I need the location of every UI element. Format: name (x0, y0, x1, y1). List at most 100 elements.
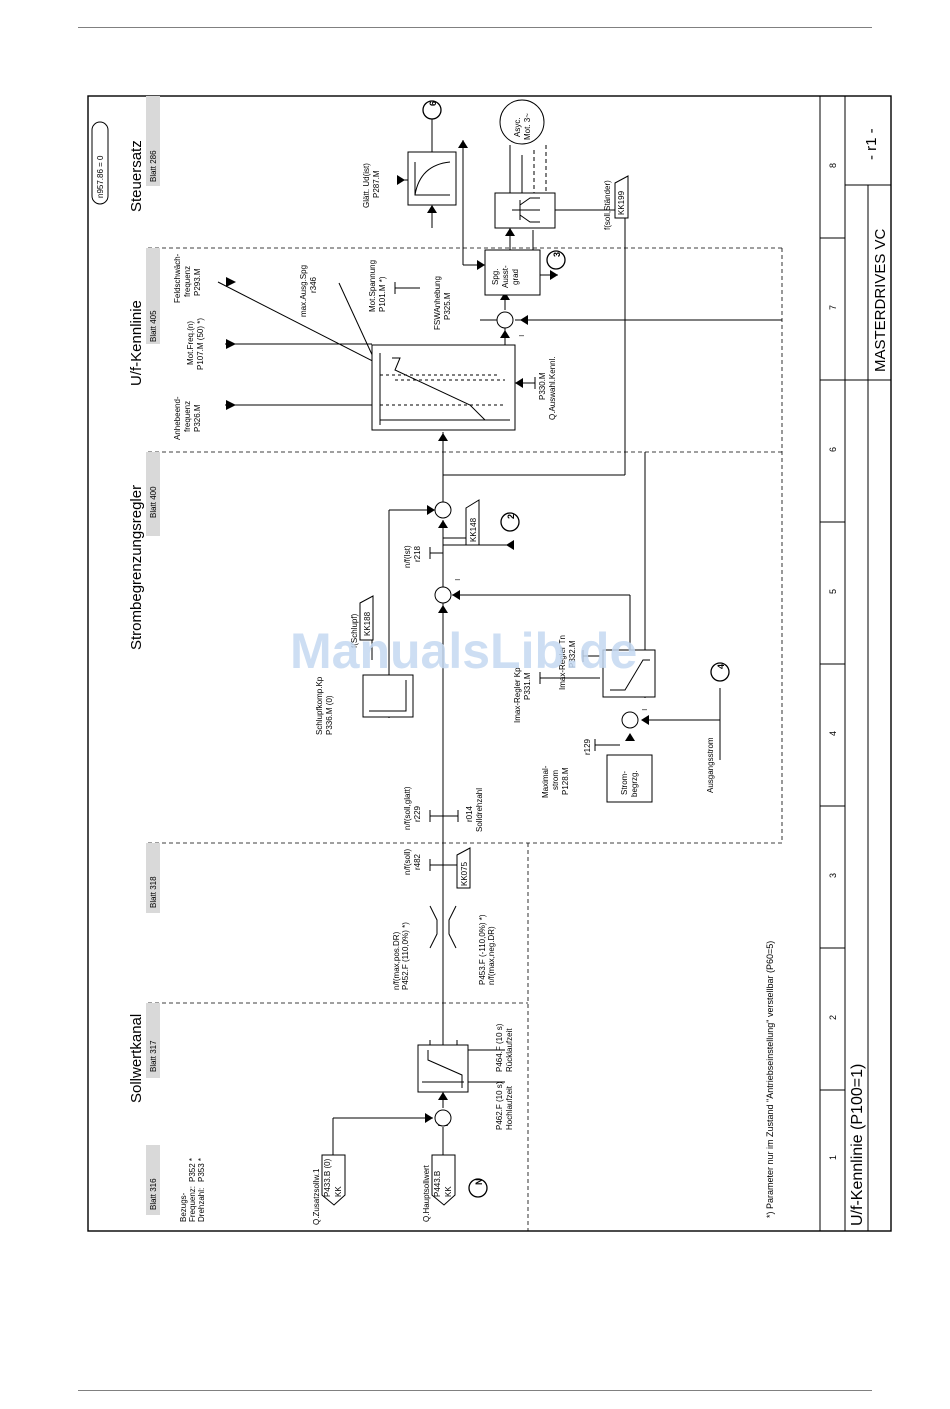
svg-text:Q.Auswahl.Kennl.: Q.Auswahl.Kennl. (548, 356, 557, 420)
svg-text:begrzg.: begrzg. (630, 770, 639, 797)
badge-6 (422, 100, 442, 120)
badge-3 (546, 250, 566, 270)
svg-text:n/f(max,pos.DR): n/f(max,pos.DR) (392, 931, 401, 990)
svg-text:2: 2 (506, 514, 516, 519)
blatt-286: Blatt 286 (149, 150, 158, 182)
connector-tags (321, 175, 629, 1206)
svg-text:6: 6 (428, 101, 438, 106)
svg-text:n/f(soll,glatt): n/f(soll,glatt) (403, 786, 412, 830)
sheet-title: U/f-Kennlinie (P100=1) (849, 1064, 866, 1226)
svg-text:Imax-Regler Tn: Imax-Regler Tn (558, 635, 567, 690)
oval-param-box (91, 121, 109, 205)
svg-text:f(soll,Ständer): f(soll,Ständer) (603, 180, 612, 230)
svg-text:3: 3 (552, 252, 562, 257)
svg-text:P293.M: P293.M (193, 268, 202, 296)
blatt-316: Blatt 316 (149, 1178, 158, 1210)
inverter-block (494, 192, 556, 229)
col-4: 4 (828, 731, 838, 736)
svg-text:–: – (519, 330, 524, 340)
p464: P464.F (10 s) (495, 1023, 504, 1072)
svg-text:P352 *: P352 * (188, 1158, 197, 1182)
svg-text:P353 *: P353 * (197, 1158, 206, 1182)
svg-text:Schlupfkomp.Kp: Schlupfkomp.Kp (315, 676, 324, 735)
summing-nodes (434, 311, 639, 1127)
svg-text:r014: r014 (465, 805, 474, 822)
svg-text:Maximal-: Maximal- (541, 765, 550, 798)
svg-text:KK: KK (444, 1186, 453, 1197)
svg-text:Anhebeend-: Anhebeend- (173, 396, 182, 440)
svg-text:r229: r229 (413, 805, 422, 822)
limiter-symbol (429, 905, 457, 949)
svg-text:Ausgangsstrom: Ausgangsstrom (706, 737, 715, 793)
slip-comp-block (362, 674, 414, 718)
kk188: KK188 (363, 611, 372, 636)
svg-text:Mot.Spannung: Mot.Spannung (368, 260, 377, 312)
svg-text:n/f(soll): n/f(soll) (403, 848, 412, 875)
svg-text:Bezugs-: Bezugs- (179, 1192, 188, 1222)
svg-text:–: – (642, 704, 647, 714)
imax-regler-block (602, 649, 656, 698)
haupt-label: Q.Hauptsollwert (422, 1164, 431, 1222)
svg-text:n/f(Ist): n/f(Ist) (403, 545, 412, 568)
kk075: KK075 (460, 861, 469, 886)
svg-text:P336.M (0): P336.M (0) (325, 695, 334, 735)
svg-text:Spg.: Spg. (491, 269, 500, 285)
svg-text:–: – (455, 574, 460, 584)
col-6: 6 (828, 447, 838, 452)
svg-text:Mot. 3~: Mot. 3~ (523, 113, 532, 140)
svg-text:max.Ausg.Spg: max.Ausg.Spg (299, 265, 308, 317)
svg-text:P326.M: P326.M (193, 404, 202, 432)
blatt-318: Blatt 318 (149, 876, 158, 908)
badge-4 (710, 662, 730, 682)
motor-symbol (499, 99, 545, 145)
strombegrenzung-block (606, 754, 653, 803)
svg-text:P107.M (50) *): P107.M (50) *) (196, 318, 205, 370)
zusatz-label: Q.Zusatzsollw.1 (312, 1168, 321, 1225)
svg-text:KK: KK (334, 1186, 343, 1197)
page-number: - r1 - (863, 128, 880, 160)
svg-text:P128.M: P128.M (561, 767, 570, 795)
col-7: 7 (828, 305, 838, 310)
svg-text:frequenz: frequenz (183, 266, 192, 297)
svg-text:P101.M *): P101.M *) (378, 276, 387, 312)
svg-text:grad: grad (511, 269, 520, 285)
kk199: KK199 (617, 190, 626, 215)
svg-text:P452.F (110,0%) *): P452.F (110,0%) *) (401, 922, 410, 990)
svg-text:Mot.Freq.(n): Mot.Freq.(n) (186, 321, 195, 365)
blatt-405: Blatt 405 (149, 310, 158, 342)
zusatz-param: P433.B (0) (323, 1158, 332, 1197)
spg-aussteuer-block (484, 249, 541, 296)
svg-text:r482: r482 (413, 853, 422, 870)
svg-text:strom: strom (551, 770, 560, 790)
kk148: KK148 (469, 517, 478, 542)
svg-text:P453.F (-110,0%) *): P453.F (-110,0%) *) (478, 914, 487, 985)
svg-text:Rücklaufzeit: Rücklaufzeit (505, 1028, 514, 1072)
column-numbers: 1 2 3 4 5 6 7 8 (828, 163, 838, 1160)
svg-text:FSWAnhebung: FSWAnhebung (433, 276, 442, 330)
p462: P462.F (10 s) (495, 1081, 504, 1130)
svg-text:f(Schlupf): f(Schlupf) (350, 613, 359, 648)
section-uf-kennlinie: U/f-Kennlinie (128, 300, 145, 386)
svg-text:Ausst-: Ausst- (501, 265, 510, 288)
svg-text:Imax-Regler Kp: Imax-Regler Kp (513, 667, 522, 723)
svg-text:Drehzahl:: Drehzahl: (197, 1188, 206, 1222)
col-3: 3 (828, 873, 838, 878)
svg-text:P325.M: P325.M (443, 292, 452, 320)
svg-text:Strom-: Strom- (620, 771, 629, 795)
col-2: 2 (828, 1015, 838, 1020)
svg-text:P330.M: P330.M (538, 372, 547, 400)
header-rule (78, 27, 872, 28)
svg-text:P332.M: P332.M (568, 640, 577, 668)
section-strombegrenzung: Strombegrenzungsregler (128, 485, 145, 650)
blatt-317: Blatt 317 (149, 1040, 158, 1072)
footer-rule (78, 1390, 872, 1391)
bezug-block: Bezugs- Frequenz: P352 * Drehzahl: P353 … (179, 1158, 206, 1222)
col-8: 8 (828, 163, 838, 168)
svg-text:N: N (474, 1179, 484, 1186)
frame-border (87, 95, 892, 1232)
svg-text:r129: r129 (583, 738, 592, 755)
badge-n (468, 1178, 488, 1198)
haupt-param: P443.B (433, 1171, 442, 1197)
glaettung-block (407, 151, 457, 206)
